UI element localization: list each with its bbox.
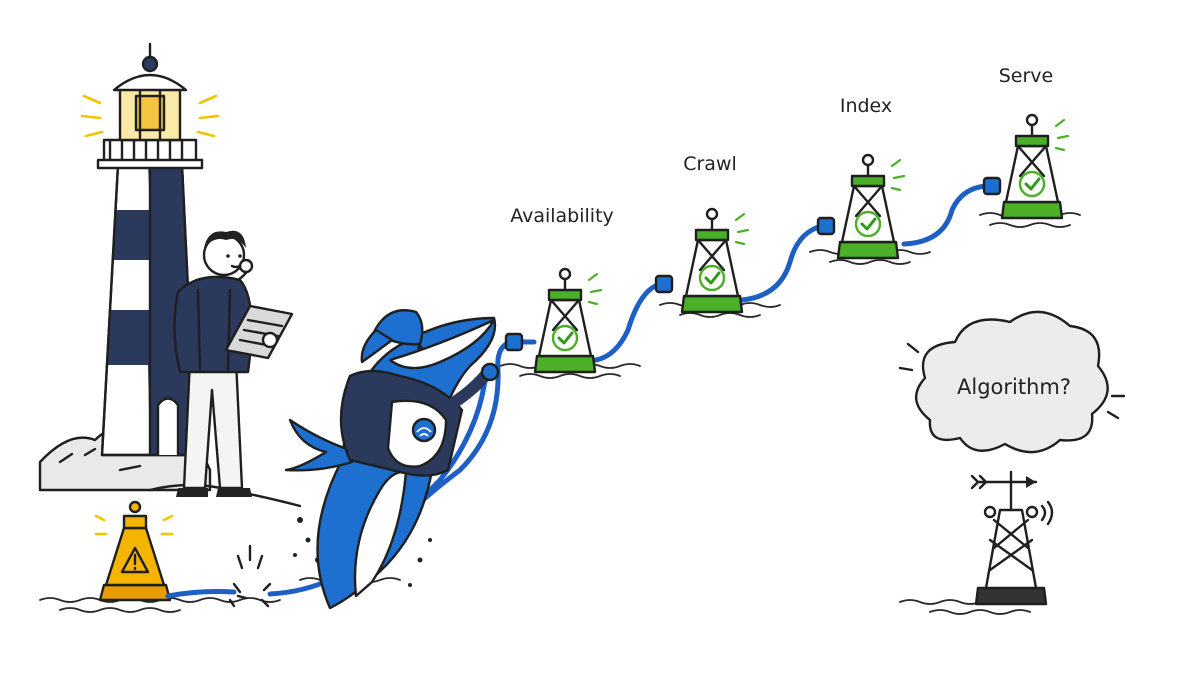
warning-buoy xyxy=(94,500,174,602)
buoy-label-serve: Serve xyxy=(999,65,1054,87)
buoy-index xyxy=(836,153,906,260)
buoy-serve xyxy=(1000,113,1070,220)
buoy-label-crawl: Crawl xyxy=(683,153,737,175)
buoy-label-index: Index xyxy=(840,95,892,117)
hoodie-logo-icon xyxy=(411,417,437,443)
buoy-availability xyxy=(533,267,603,374)
buoy-label-availability: Availability xyxy=(510,205,614,227)
whale-mascot xyxy=(267,309,515,610)
light-rays xyxy=(80,94,220,138)
broken-hose xyxy=(165,544,272,608)
person-with-clipboard xyxy=(148,230,302,508)
algorithm-cloud: Algorithm? xyxy=(898,310,1126,454)
pipeline-hoses xyxy=(504,176,1002,363)
lighthouse xyxy=(38,42,220,492)
cloud-label: Algorithm? xyxy=(957,375,1071,399)
whale-tail xyxy=(284,418,354,472)
weather-vane-buoy xyxy=(970,470,1054,606)
lighthouse-door xyxy=(156,397,180,455)
buoy-crawl xyxy=(680,207,750,314)
